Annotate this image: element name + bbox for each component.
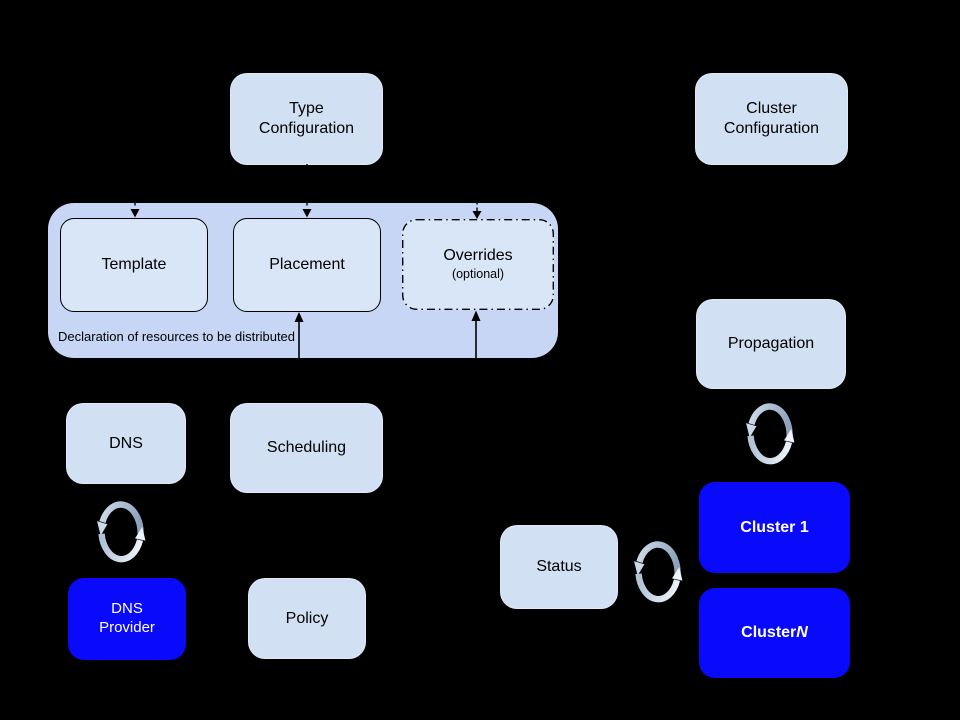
sync-icon: [746, 403, 795, 465]
dns-provider-node: DNS Provider: [68, 578, 186, 660]
policy-node: Policy: [248, 578, 366, 659]
propagation-node: Propagation: [696, 299, 846, 389]
status-node: Status: [500, 525, 618, 609]
type-configuration-node: Type Configuration: [230, 73, 383, 165]
cluster-configuration-node: Cluster Configuration: [695, 73, 848, 165]
scheduling-node: Scheduling: [230, 403, 383, 493]
placement-node: Placement: [233, 218, 381, 312]
overrides-sublabel: (optional): [451, 267, 505, 282]
cluster-n-label-suffix: N: [796, 624, 808, 641]
cluster-1-node: Cluster 1: [699, 482, 850, 573]
declaration-label: Declaration of resources to be distribut…: [58, 329, 296, 344]
sync-icon: [97, 501, 146, 563]
overrides-label: Overrides: [443, 247, 513, 265]
dns-node: DNS: [66, 403, 186, 484]
sync-icon: [634, 541, 683, 603]
cluster-n-node: Cluster N: [699, 588, 850, 678]
template-node: Template: [60, 218, 208, 312]
overrides-node: Overrides (optional): [402, 219, 554, 310]
cluster-n-label-prefix: Cluster: [741, 624, 797, 641]
